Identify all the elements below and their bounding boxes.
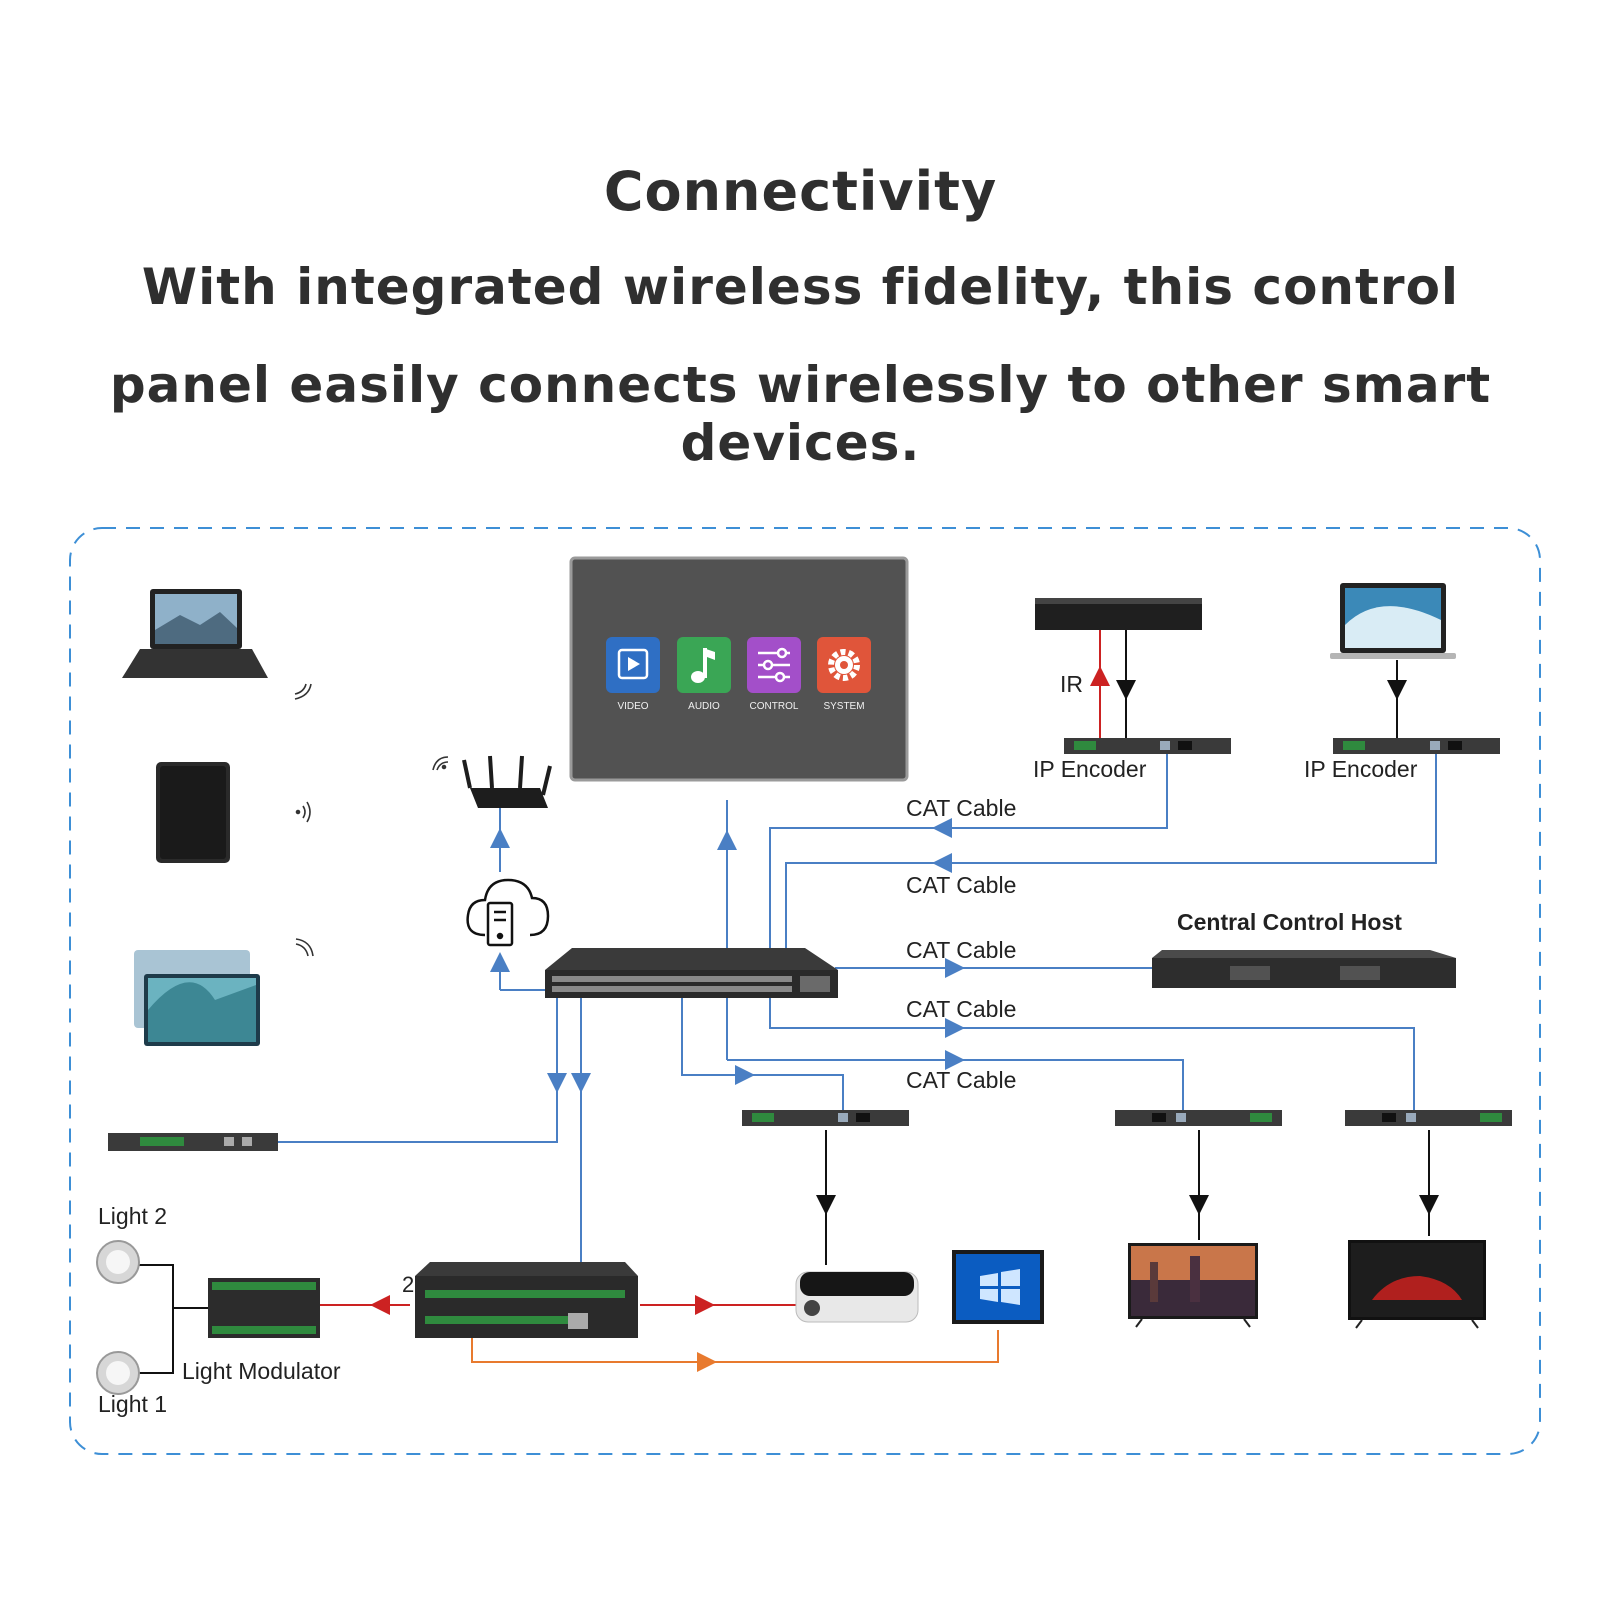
cat-cable-label-1: CAT Cable [906,795,1016,821]
light-2-label: Light 2 [98,1203,167,1229]
gear-icon [828,649,860,681]
ip-encoder-device-2 [1333,738,1500,754]
page-title: Connectivity [603,160,998,223]
digit-label: 2 [402,1272,414,1297]
app-control[interactable] [747,637,801,693]
light-1-label: Light 1 [98,1391,167,1417]
app-label-video: VIDEO [617,701,648,712]
ip-encoder-label-1: IP Encoder [1033,756,1147,782]
app-label-control: CONTROL [750,701,799,712]
ip-encoder-label-2: IP Encoder [1304,756,1418,782]
wifi-signal-icon-2 [295,801,311,823]
tv-car-icon [1348,1240,1486,1329]
network-switch [545,948,838,998]
dashed-border [69,527,1541,1455]
wifi-signal-icon-4 [432,756,449,771]
signal-arrows [816,630,1439,1265]
ip-decoder-2 [1115,1110,1282,1126]
relay-controller [415,1262,638,1338]
wifi-signal-icon-1 [294,683,312,700]
ir-label: IR [1060,671,1083,697]
app-label-system: SYSTEM [823,701,864,712]
music-note-icon [691,648,715,683]
app-video[interactable] [606,637,660,693]
subtitle-line-2: panel easily connects wirelessly to othe… [109,356,1492,472]
projector-icon [795,1271,919,1323]
subtitle-line-1: With integrated wireless fidelity, this … [141,258,1460,316]
light-modulator-device [208,1278,320,1338]
ip-decoder-3 [1345,1110,1512,1126]
audio-line [471,1330,999,1372]
sliders-icon [758,647,790,683]
wifi-signal-icon-3 [295,938,314,957]
network-lines [278,752,1437,1318]
wall-controller [108,1133,278,1151]
central-control-host-label: Central Control Host [1177,909,1402,935]
red-lines [320,630,1110,1315]
light-modulator-label: Light Modulator [182,1358,341,1384]
cat-cable-label-2: CAT Cable [906,872,1016,898]
central-control-host-device [1152,950,1456,988]
ip-decoder-1 [742,1110,909,1126]
monitor-icon [952,1250,1044,1324]
android-tablet-icon [134,950,260,1046]
cat-cable-label-5: CAT Cable [906,1067,1016,1093]
tablet-icon [156,762,230,863]
light-1-icon [96,1351,140,1395]
control-panel: VIDEO AUDIO CONTROL SYSTEM [569,556,909,782]
ip-encoder-device-1 [1064,738,1231,754]
app-audio[interactable] [677,637,731,693]
app-system[interactable] [817,637,871,693]
cat-cable-label-3: CAT Cable [906,937,1016,963]
light-2-icon [96,1240,140,1284]
media-player [1035,598,1202,630]
laptop-right-icon [1330,583,1456,659]
cat-cable-label-4: CAT Cable [906,996,1016,1022]
app-label-audio: AUDIO [688,701,720,712]
router-icon [462,755,552,808]
play-icon [617,648,649,680]
tv-city-icon [1128,1243,1258,1328]
light-wiring [127,1264,208,1374]
cloud-server-icon [466,878,550,947]
laptop-icon [122,589,268,678]
